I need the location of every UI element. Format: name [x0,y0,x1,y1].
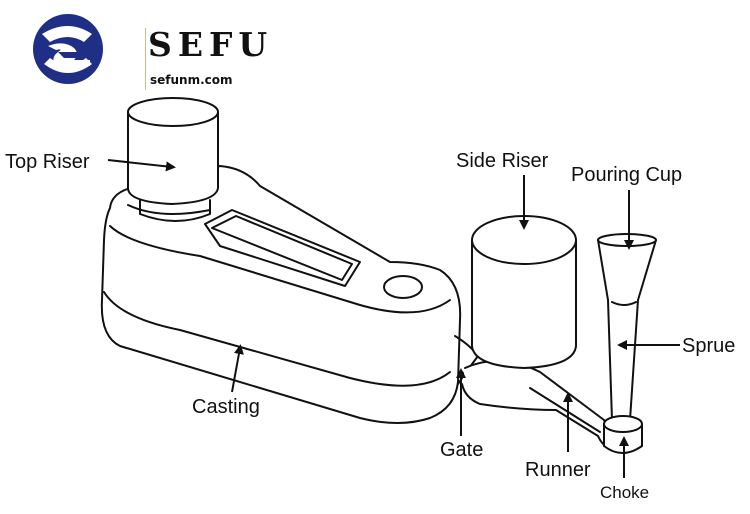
side-riser-label: Side Riser [456,150,549,172]
pouring-cup-label: Pouring Cup [571,164,682,186]
side-riser-part [471,215,577,369]
brand-name: SEFU [148,25,274,64]
casting-part [100,165,462,424]
top-riser-part [127,97,219,222]
choke-label: Choke [600,483,649,502]
sefu-logo-icon [33,14,103,84]
sprue-label: Sprue [682,335,735,357]
brand-url: sefunm.com [150,73,233,87]
top-riser-label: Top Riser [5,151,90,173]
casting-arrow [231,344,244,393]
casting-label: Casting [192,396,260,418]
top-riser-arrow [107,159,176,172]
brand-divider [145,28,146,90]
sprue-part [597,233,657,421]
gate-label: Gate [440,439,483,461]
runner-label: Runner [525,459,591,481]
brand-header: SEFU sefunm.com [28,12,267,90]
